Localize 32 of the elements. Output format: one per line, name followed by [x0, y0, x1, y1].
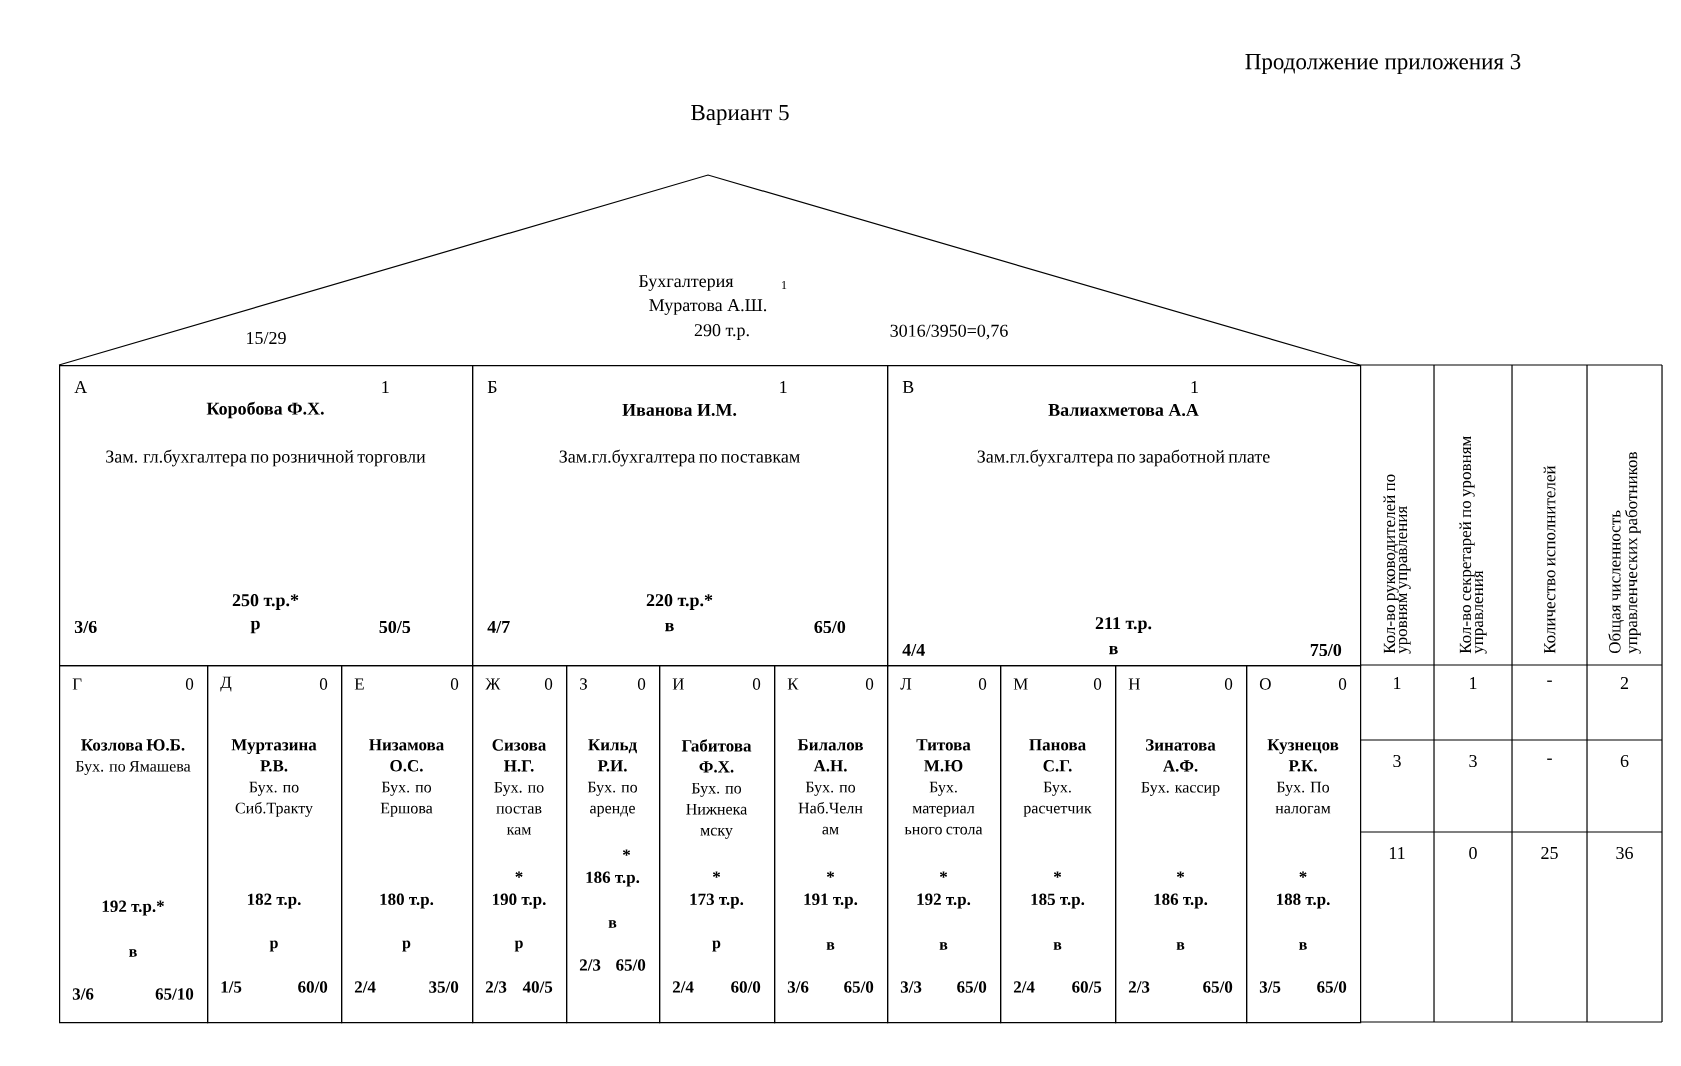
- staff-box: Л 0 Титова М.Ю Бух. материал ьного стола * 192 т.р. в 3/3 65/0: [887, 665, 1002, 1024]
- column-header: Общая численность управленческих работников: [1608, 452, 1641, 654]
- table-cell: 1: [1470, 677, 1477, 689]
- staff-box: К 0 Билалов А.Н. Бух. по Наб.Челн ам * 191 т.р. в 3/6 65/0: [774, 665, 889, 1024]
- column-header: Кол-во руководителей по уровням управления: [1383, 474, 1411, 654]
- deputy-box: В 1 Валиахметова А.А Зам.гл.бухгалтера по заработной плате 211 т.р. 4/4 в 75/0: [887, 365, 1362, 667]
- staff-box: Д 0 Муртазина Р.В. Бух. по Сиб.Тракту 182 т.р. р 1/5 60/0: [207, 665, 343, 1024]
- staff-box: З 0 Кильд Р.И. Бух. по аренде * 186 т.р. в 2/3 65/0: [566, 665, 661, 1024]
- staff-box: Н 0 Зинатова А.Ф. Бух. кассир * 186 т.р. в 2/3 65/0: [1115, 665, 1248, 1024]
- deputy-box: А 1 Коробова Ф.Х. Зам. гл.бухгалтера по розничной торговли 250 т.р.* 3/6 р 50/5: [59, 365, 474, 667]
- staff-box: М 0 Панова С.Г. Бух. расчетчик * 185 т.р. в 2/4 60/5: [1000, 665, 1117, 1024]
- table-cell: 0: [1469, 846, 1477, 860]
- table-cell: 3: [1469, 754, 1477, 768]
- staff-box: Е 0 Низамова О.С. Бух. по Ершова 180 т.р. р 2/4 35/0: [341, 665, 474, 1024]
- table-cell: -: [1547, 758, 1552, 760]
- staff-box: Г 0 Козлова Ю.Б. Бух. по Ямашева 192 т.р.* в 3/6 65/10: [59, 665, 209, 1024]
- column-header: Кол-во секретарей по уровням управления: [1459, 436, 1487, 654]
- table-cell: 11: [1389, 847, 1405, 859]
- heading-note: Продолжение приложения 3: [1245, 53, 1521, 75]
- table-cell: 2: [1620, 677, 1629, 689]
- staff-box: О 0 Кузнецов Р.К. Бух. По налогам * 188 т.р. в 3/5 65/0: [1246, 665, 1362, 1024]
- title: Вариант 5: [691, 105, 789, 125]
- table-cell: 25: [1541, 846, 1558, 860]
- staff-box: И 0 Габитова Ф.Х. Бух. по Нижнека мску * 173 т.р. р 2/4 60/0: [659, 665, 776, 1024]
- table-cell: 6: [1620, 754, 1629, 768]
- staff-box: Ж 0 Сизова Н.Г. Бух. по постав кам * 190 т.р. р 2/3 40/5: [472, 665, 568, 1024]
- table-cell: -: [1547, 680, 1552, 682]
- table-cell: 3: [1393, 754, 1401, 768]
- column-header: Количество исполнителей: [1543, 465, 1556, 654]
- table-cell: 1: [1394, 677, 1401, 689]
- deputy-box: Б 1 Иванова И.М. Зам.гл.бухгалтера по поставкам 220 т.р.* 4/7 в 65/0: [472, 365, 889, 667]
- table-cell: 36: [1616, 846, 1633, 860]
